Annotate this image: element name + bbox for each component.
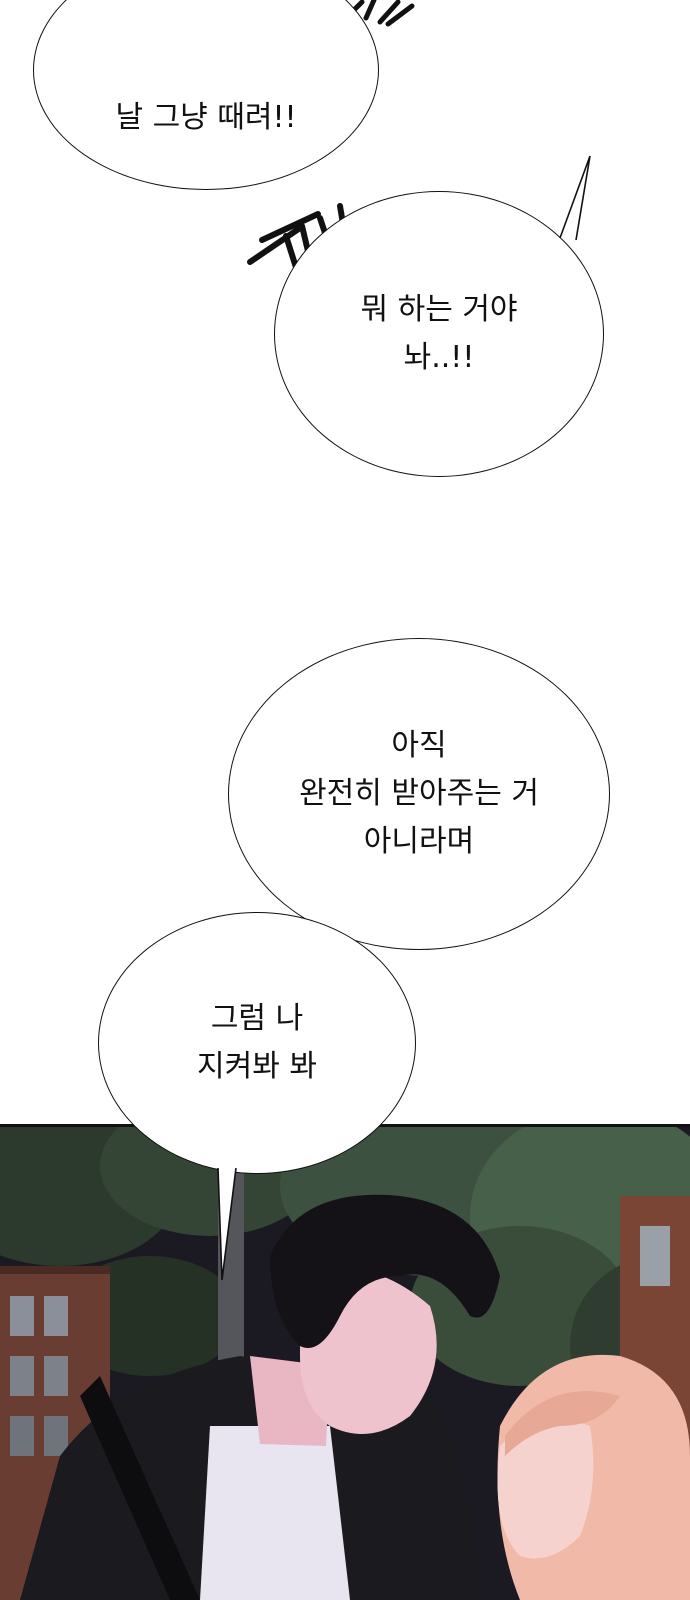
bubble-3-line-1: 아직 [391,728,447,763]
bubble-2-line-1: 뭐 하는 거야 [360,292,518,327]
speech-bubble-3: 아직 완전히 받아주는 거 아니라며 [228,638,610,950]
bubble-4-line-2: 지켜봐 봐 [197,1049,317,1084]
woman-face [497,1419,594,1559]
woman-bangs [505,1391,620,1456]
speech-bubble-4-text: 그럼 나 지켜봐 봐 [197,995,317,1091]
bubble-4-tail [217,1167,237,1281]
speech-bubble-1: 날 그냥 때려!! [33,0,379,190]
bubble-2-line-2: 놔..!! [403,340,475,375]
bubble-2-tail [559,155,591,241]
bubble-3-line-3: 아니라며 [363,824,475,859]
speech-bubble-2-text: 뭐 하는 거야 놔..!! [360,286,517,382]
bubble-1-line-1: 날 그냥 때려!! [115,100,297,135]
man-shirt [200,1426,350,1600]
speech-bubble-3-text: 아직 완전히 받아주는 거 아니라며 [299,722,539,866]
speech-bubble-2: 뭐 하는 거야 놔..!! [274,191,604,477]
bubble-3-line-2: 완전히 받아주는 거 [299,776,539,811]
sfx-strokes-top [349,0,415,27]
woman-character [497,1354,690,1600]
man-bag-strap [80,1376,200,1600]
man-character [20,1194,500,1600]
speech-bubble-4: 그럼 나 지켜봐 봐 [98,912,416,1174]
man-hair [270,1194,500,1348]
speech-bubble-1-text: 날 그냥 때려!! [115,94,296,142]
bubble-4-line-1: 그럼 나 [210,1001,304,1036]
night-scene-illustration [0,1126,690,1600]
